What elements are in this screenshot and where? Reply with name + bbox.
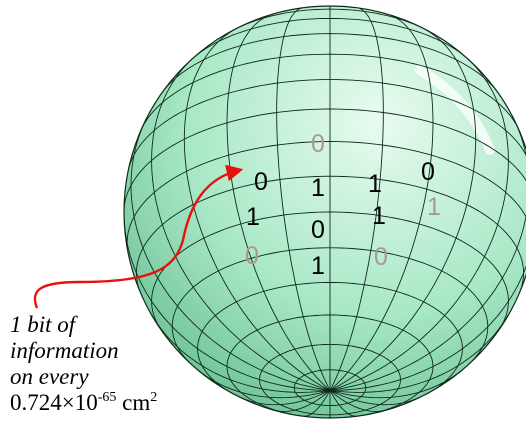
meridian-line	[130, 114, 331, 391]
meridian-line	[329, 390, 385, 412]
bit-value: 1	[368, 170, 382, 198]
parallel-line	[127, 79, 526, 171]
caption-times: ×	[61, 390, 75, 415]
caption-line-1: 1 bit of	[10, 312, 76, 337]
bit-value: 0	[245, 242, 259, 270]
meridian-line	[329, 7, 384, 391]
meridian-line	[276, 7, 331, 391]
parallel-line	[162, 33, 498, 93]
caption-unit-exponent: 2	[150, 390, 158, 405]
parallel-line	[197, 282, 463, 394]
meridian-line	[303, 390, 331, 417]
parallel-line	[293, 369, 367, 407]
meridian-line	[275, 390, 331, 412]
caption-line-3: on every	[10, 364, 89, 389]
caption-number: 0.724	[10, 390, 62, 415]
bit-value: 0	[311, 130, 325, 158]
parallel-line	[259, 343, 401, 416]
meridian-line	[329, 114, 526, 391]
caption-base: 10	[74, 390, 98, 415]
caption-formula: 0.724×10-65 cm2	[10, 390, 270, 416]
meridian-line	[240, 389, 331, 406]
bit-value: 1	[427, 193, 441, 221]
caption-line-2: information	[10, 338, 119, 363]
parallel-line	[124, 108, 526, 213]
bit-value: 1	[246, 203, 260, 231]
bit-value: 0	[374, 243, 388, 271]
caption-exponent: -65	[97, 390, 117, 405]
caption-unit: cm	[122, 390, 151, 415]
parallel-line	[151, 211, 509, 330]
bit-value: 0	[254, 168, 268, 196]
bit-value: 1	[311, 252, 325, 280]
meridian-line	[124, 211, 331, 391]
sphere-highlight	[415, 65, 495, 155]
meridian-line	[329, 313, 510, 393]
parallel-line	[171, 247, 489, 365]
bit-grid: 0 0 1 1 0 1 0 1 1 0 1 0	[245, 130, 441, 280]
parallel-line	[135, 175, 525, 294]
meridian-line	[329, 389, 420, 406]
meridian-line	[329, 13, 434, 391]
bit-value: 1	[311, 174, 325, 202]
meridian-line	[151, 57, 331, 391]
parallel-line	[126, 141, 526, 251]
meridian-line	[329, 211, 526, 391]
bit-value: 0	[421, 158, 435, 186]
parallel-line	[193, 17, 467, 59]
caption: 1 bit of information on every 0.724×10-6…	[10, 312, 270, 416]
curved-arrow-icon	[33, 164, 244, 309]
sphere-outline	[123, 5, 526, 419]
meridian-line	[329, 390, 357, 417]
meridian-line	[329, 57, 509, 391]
parallel-line	[226, 314, 434, 418]
parallel-line	[141, 53, 519, 128]
meridian-line	[150, 313, 331, 393]
bit-value: 0	[311, 216, 325, 244]
bit-value: 1	[372, 202, 386, 230]
